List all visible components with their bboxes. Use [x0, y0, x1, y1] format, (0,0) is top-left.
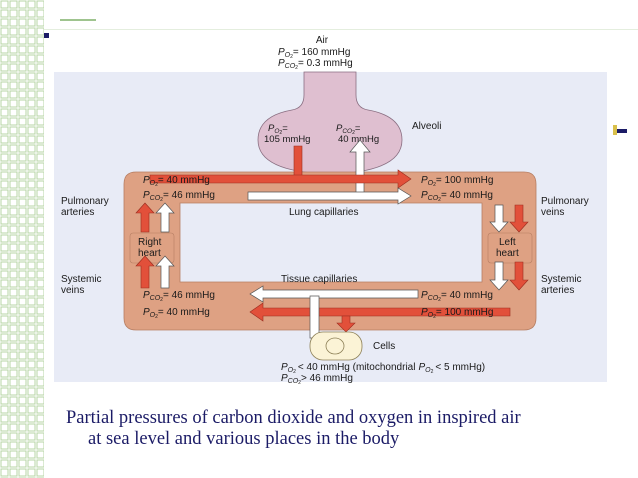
tissue-arterial-po2: PO2= 100 mmHg	[421, 307, 493, 320]
lung-out-pco2: PCO2= 40 mmHg	[421, 190, 493, 203]
bullet-icon	[44, 33, 49, 38]
alveoli-po2-label: PO2=	[268, 123, 288, 136]
co2-arrow	[155, 255, 175, 289]
co2-arrow	[247, 187, 412, 205]
tissue-arterial-pco2: PCO2= 40 mmHg	[421, 290, 493, 303]
title-rule	[44, 19, 638, 30]
lung-in-pco2: PCO2= 46 mmHg	[143, 190, 215, 203]
pulmonary-arteries-label: arteries	[61, 207, 94, 218]
co2-arrow	[155, 202, 175, 233]
left-heart-label: Left	[499, 237, 516, 248]
slide-caption: Partial pressures of carbon dioxide and …	[66, 408, 626, 450]
o2-arrow	[293, 145, 303, 180]
o2-arrow	[509, 261, 529, 291]
systemic-arteries-label: arteries	[541, 285, 574, 296]
cell-nucleus	[325, 337, 345, 355]
left-heart-label: heart	[496, 248, 519, 259]
tissue-venous-po2: PO2= 40 mmHg	[143, 307, 210, 320]
o2-arrow	[149, 169, 412, 189]
pulmonary-arteries-label: Pulmonary	[61, 196, 109, 207]
o2-arrow	[135, 202, 155, 233]
systemic-veins-label: Systemic	[61, 274, 102, 285]
lung-out-po2: PO2= 100 mmHg	[421, 175, 493, 188]
bullet-icon	[617, 129, 627, 133]
co2-arrow	[349, 139, 371, 196]
bullet-icon	[613, 125, 617, 135]
systemic-arteries-label: Systemic	[541, 274, 582, 285]
right-heart-label: heart	[138, 248, 161, 259]
alveoli-label: Alveoli	[412, 121, 441, 132]
lung-in-po2: PO2= 40 mmHg	[143, 175, 210, 188]
air-pco2: PCO2= 0.3 mmHg	[278, 58, 353, 71]
alveoli-pco2-label: PCO2=	[336, 123, 361, 136]
tissue-capillaries-label: Tissue capillaries	[281, 274, 357, 285]
o2-arrow	[509, 204, 529, 233]
o2-arrow	[249, 302, 511, 322]
pulmonary-veins-label: Pulmonary	[541, 196, 589, 207]
alveoli-pco2-value: 40 mmHg	[338, 134, 379, 145]
left-heart	[487, 232, 533, 264]
o2-arrow	[336, 315, 356, 333]
caption-line: Partial pressures of carbon dioxide and …	[66, 408, 521, 428]
cells-pco2: PCO2> 46 mmHg	[281, 373, 353, 386]
co2-arrow	[489, 204, 509, 233]
alveoli-po2-value: 105 mmHg	[264, 134, 310, 145]
pulmonary-veins-label: veins	[541, 207, 564, 218]
o2-arrow	[135, 255, 155, 289]
decorative-border	[0, 0, 44, 478]
right-heart-label: Right	[138, 237, 162, 248]
cells-label: Cells	[373, 341, 395, 352]
caption-line: at sea level and various places in the b…	[88, 429, 400, 449]
lung-capillaries-label: Lung capillaries	[289, 207, 359, 218]
systemic-veins-label: veins	[61, 285, 84, 296]
air-po2: PO2= 160 mmHg	[278, 47, 350, 60]
air-title: Air	[316, 35, 329, 46]
co2-arrow	[309, 295, 320, 339]
co2-arrow	[489, 261, 509, 291]
tissue-venous-pco2: PCO2= 46 mmHg	[143, 290, 215, 303]
right-heart	[129, 232, 175, 264]
co2-arrow	[249, 285, 419, 303]
circulation-loop	[123, 171, 537, 331]
